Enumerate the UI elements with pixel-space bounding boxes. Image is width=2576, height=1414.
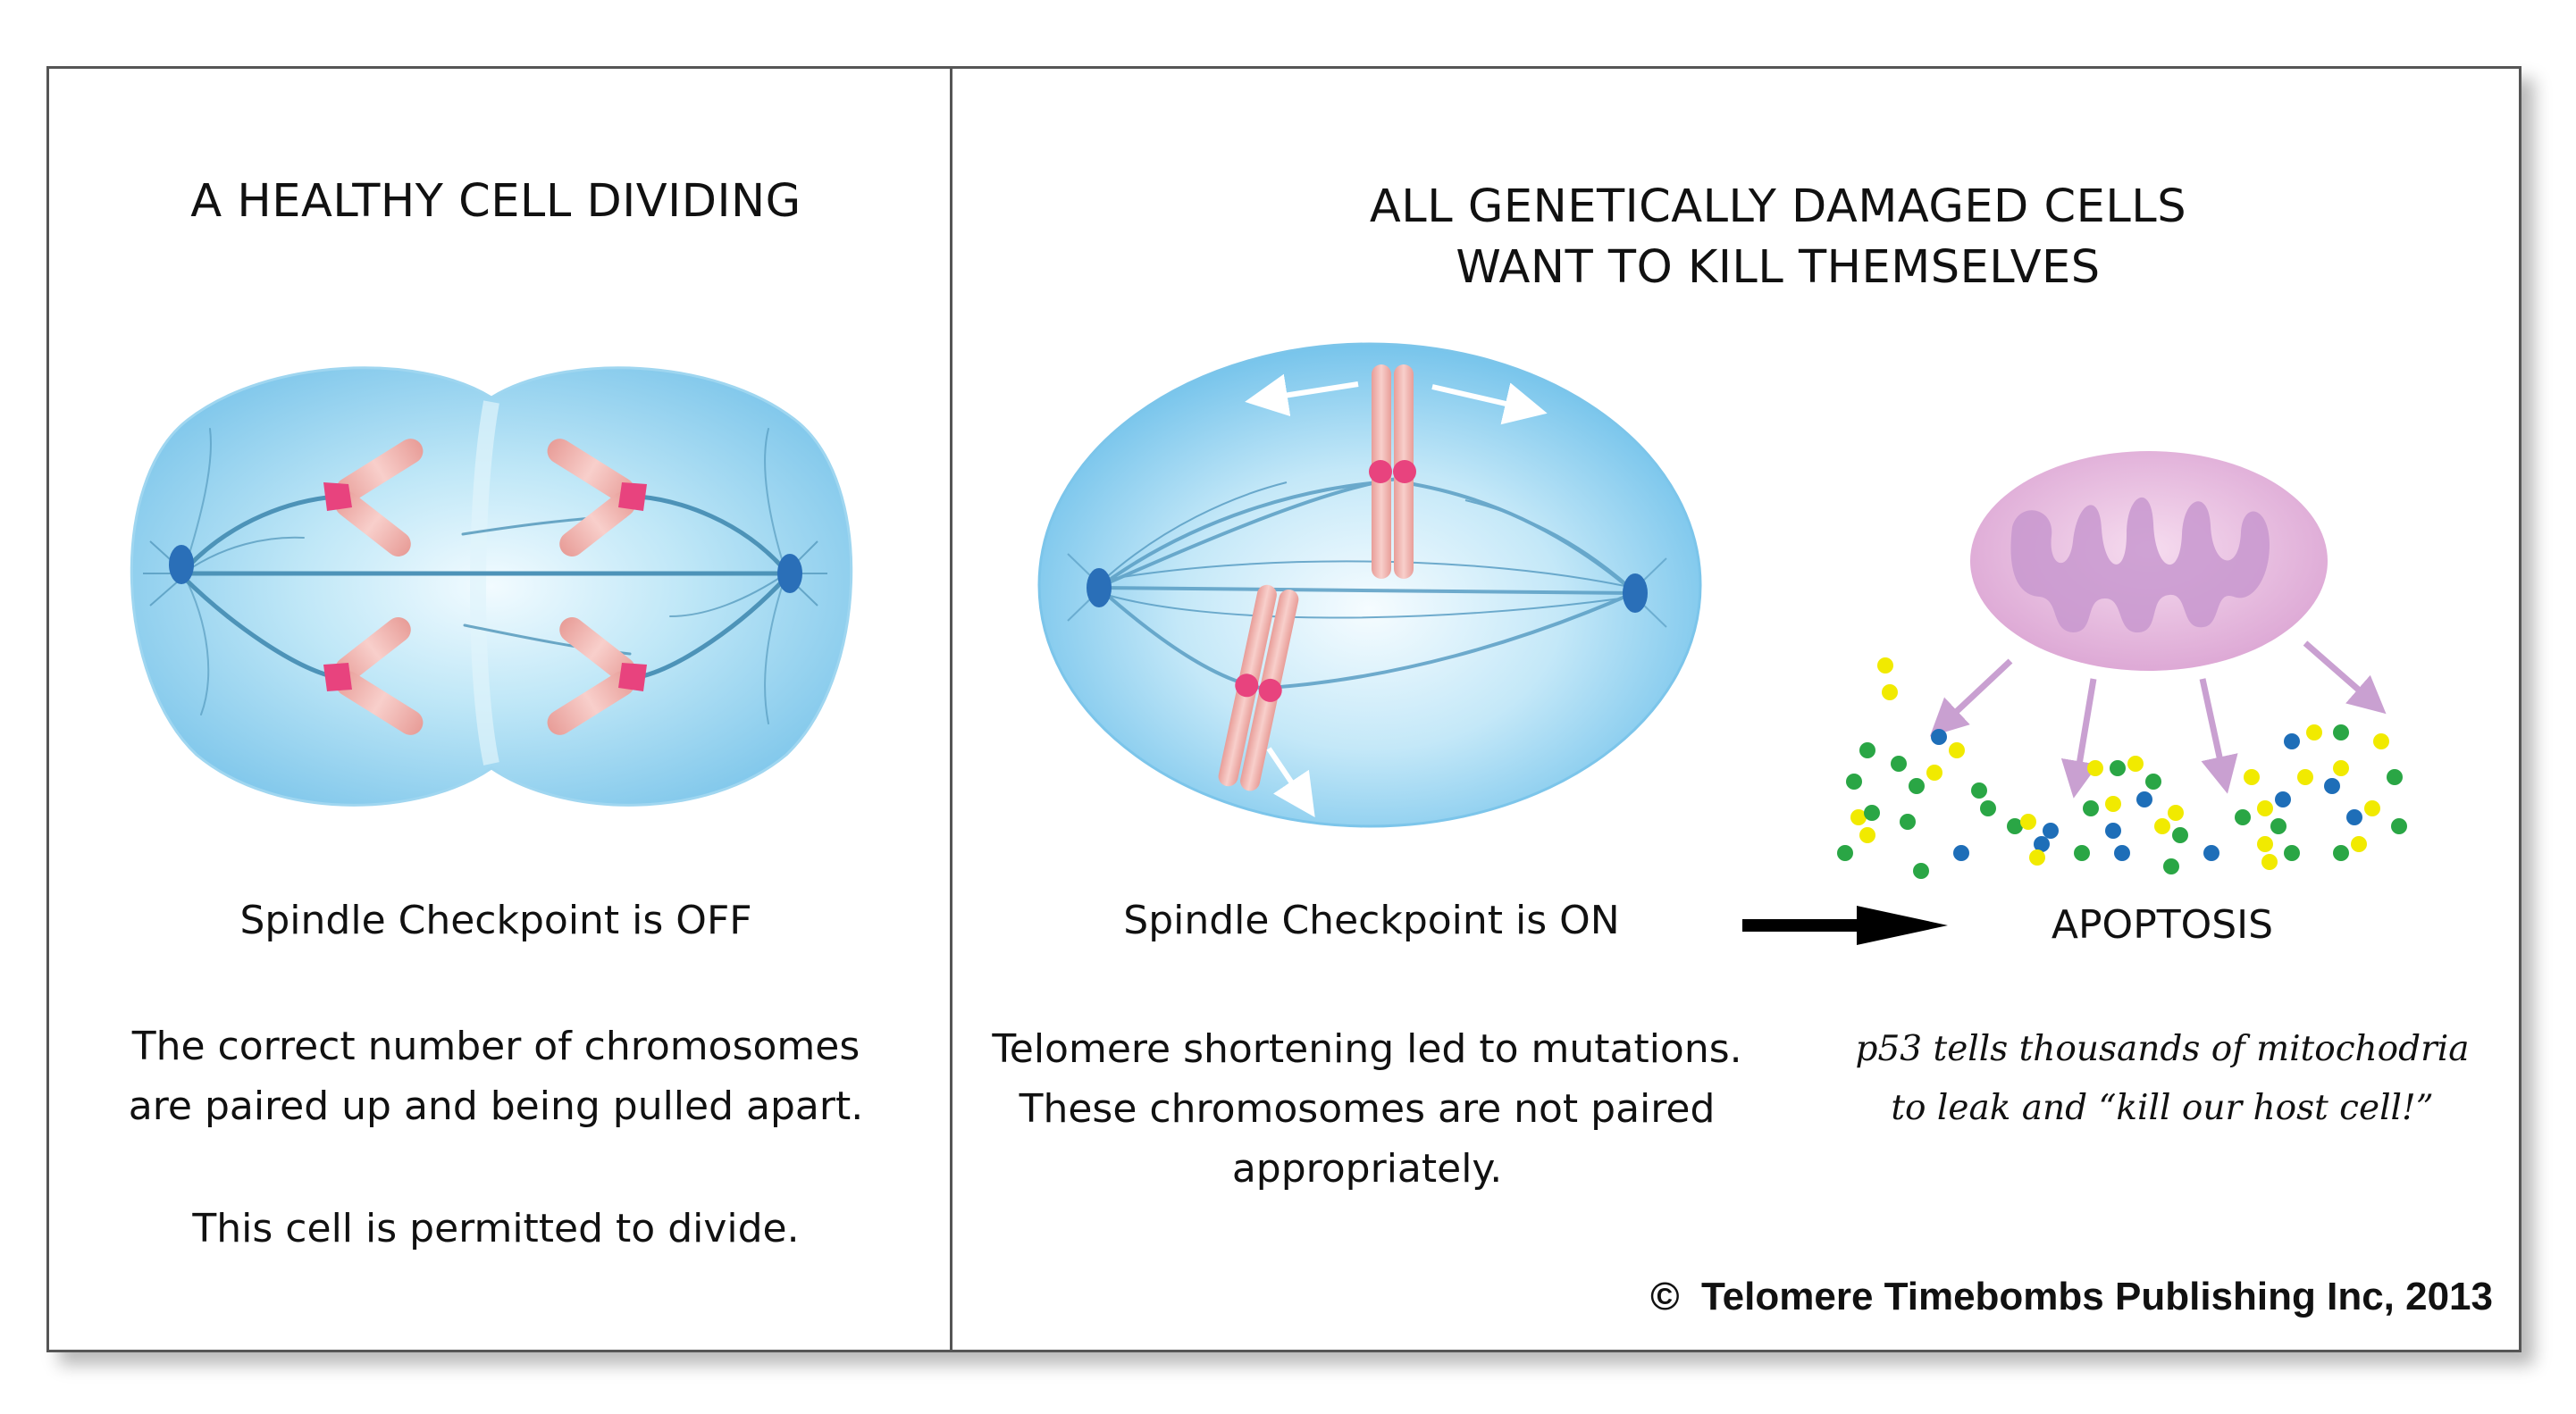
- right-pull-arrow: [1431, 382, 1548, 425]
- leak-arrows: [1929, 640, 2387, 799]
- mitochondrion: [1970, 451, 2328, 671]
- paired-chromosomes: [323, 439, 647, 735]
- right-description-line-3: appropriately.: [1231, 1146, 1503, 1192]
- right-centrosome: [777, 554, 802, 593]
- right-panel-title-line-2: WANT TO KILL THEMSELVES: [1456, 241, 2101, 294]
- right-checkpoint-label: Spindle Checkpoint is ON: [1123, 898, 1620, 943]
- pull-arrows: [1245, 373, 1548, 817]
- p53-caption-line-1: p53 tells thousands of mitochodria: [1855, 1029, 2470, 1069]
- p53-caption-line-2: to leak and “kill our host cell!”: [1891, 1088, 2434, 1128]
- left-panel-title: A HEALTHY CELL DIVIDING: [190, 175, 801, 228]
- damaged-right-centrosome: [1623, 573, 1648, 613]
- left-description-line-2: are paired up and being pulled apart.: [128, 1084, 864, 1129]
- apoptosis-arrow: [1742, 906, 1948, 945]
- healthy-dividing-cell: [130, 366, 853, 807]
- damaged-cell-membrane: [1037, 342, 1702, 828]
- panel-divider: [950, 69, 952, 1350]
- tilted-chromosome: [1218, 584, 1299, 791]
- down-pull-arrow: [1266, 747, 1315, 817]
- copyright-notice: © Telomere Timebombs Publishing Inc, 201…: [1650, 1275, 2493, 1318]
- damaged-left-centrosome: [1087, 568, 1112, 607]
- healthy-cell-membrane: [130, 366, 853, 807]
- upright-chromosome: [1369, 364, 1416, 579]
- mitochondrion-cristae: [2010, 497, 2270, 633]
- right-panel-title-line-1: ALL GENETICALLY DAMAGED CELLS: [1369, 180, 2187, 233]
- healthy-spindle-fibers: [180, 428, 789, 724]
- damaged-cell: [1037, 342, 1702, 828]
- left-description-line-1: The correct number of chromosomes: [131, 1024, 860, 1069]
- left-permission-text: This cell is permitted to divide.: [192, 1206, 800, 1251]
- right-description-line-1: Telomere shortening led to mutations.: [992, 1026, 1742, 1072]
- left-pull-arrow: [1245, 373, 1359, 417]
- left-centrosome: [169, 545, 194, 584]
- apoptosis-label: APOPTOSIS: [2051, 902, 2274, 948]
- right-description-line-2: These chromosomes are not paired: [1019, 1086, 1716, 1132]
- left-checkpoint-label: Spindle Checkpoint is OFF: [239, 898, 752, 943]
- leaked-proteins: [1837, 657, 2407, 879]
